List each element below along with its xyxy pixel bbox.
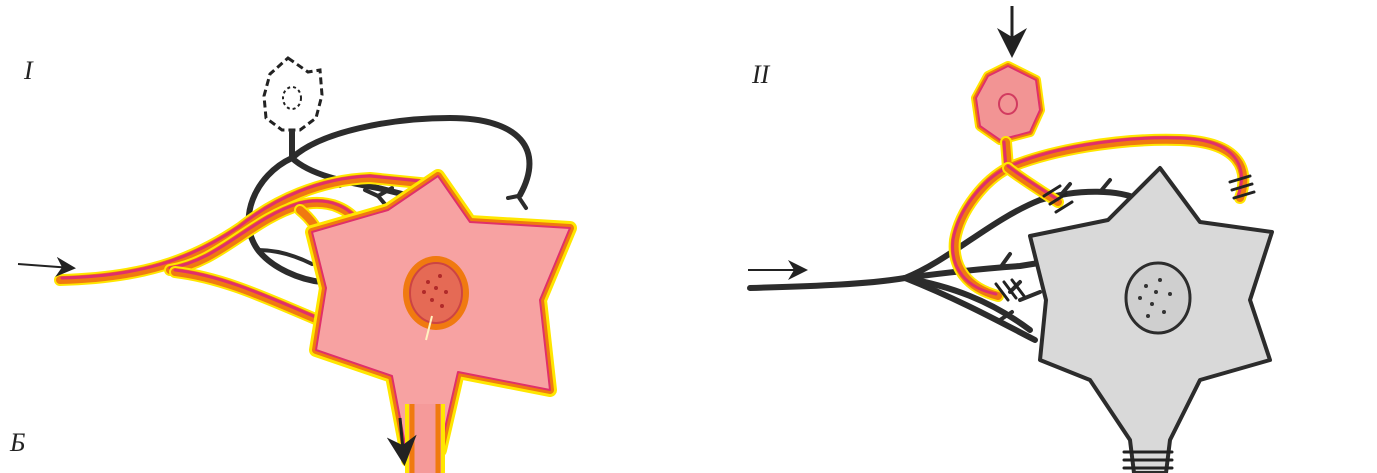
interneuron-inactive — [262, 56, 324, 132]
interneuron-active — [971, 61, 1045, 145]
panel-1 — [17, 56, 577, 473]
output-arrow-down-icon — [386, 417, 417, 466]
afferent-fiber-1 — [54, 172, 436, 326]
panel-label-2: II — [752, 60, 770, 89]
interneuron-axon-2 — [948, 133, 1256, 302]
excited-neuron — [305, 169, 577, 473]
panel-label-1: I — [24, 56, 33, 85]
input-arrow-right-icon — [17, 256, 76, 277]
inhibitory-synapse-marks-top — [994, 174, 1256, 302]
panel-2 — [747, 6, 1274, 473]
interneuron-axon-1 — [245, 115, 533, 285]
afferent-fiber-2 — [747, 178, 1143, 343]
inhibited-neuron — [1028, 166, 1274, 473]
inhibitory-synapse-marks — [1122, 450, 1174, 470]
corner-label: Б — [10, 428, 26, 457]
